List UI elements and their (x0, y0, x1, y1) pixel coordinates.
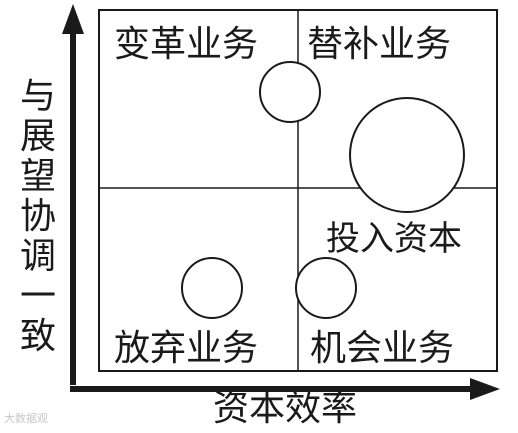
quadrant-label-top-left: 变革业务 (114, 24, 258, 65)
y-axis-label-char-2: 展 (20, 116, 56, 157)
y-axis-label-char-6: 一 (20, 276, 56, 317)
y-axis-label-char-5: 调 (20, 236, 56, 277)
bubble-abandon (181, 257, 243, 319)
quadrant-label-bottom-right: 机会业务 (310, 328, 454, 369)
watermark-text: 大数据观 (4, 412, 48, 425)
y-axis-label-char-7: 致 (20, 316, 56, 357)
y-axis-label-char-1: 与 (20, 76, 56, 117)
x-axis-arrowhead (470, 378, 500, 400)
y-axis-label-char-3: 望 (20, 156, 56, 197)
bubble-opportunity (295, 257, 357, 319)
quadrant-label-bottom-left: 放弃业务 (114, 328, 258, 369)
y-axis-arrowhead (62, 4, 84, 34)
bubble-substitute (349, 97, 465, 213)
bubble-size-legend-label: 投入资本 (326, 219, 462, 259)
y-axis-label-char-4: 协 (20, 196, 56, 237)
x-axis-label: 资本效率 (213, 388, 357, 429)
quadrant-label-top-right: 替补业务 (307, 24, 451, 65)
bubble-transform (259, 61, 321, 123)
